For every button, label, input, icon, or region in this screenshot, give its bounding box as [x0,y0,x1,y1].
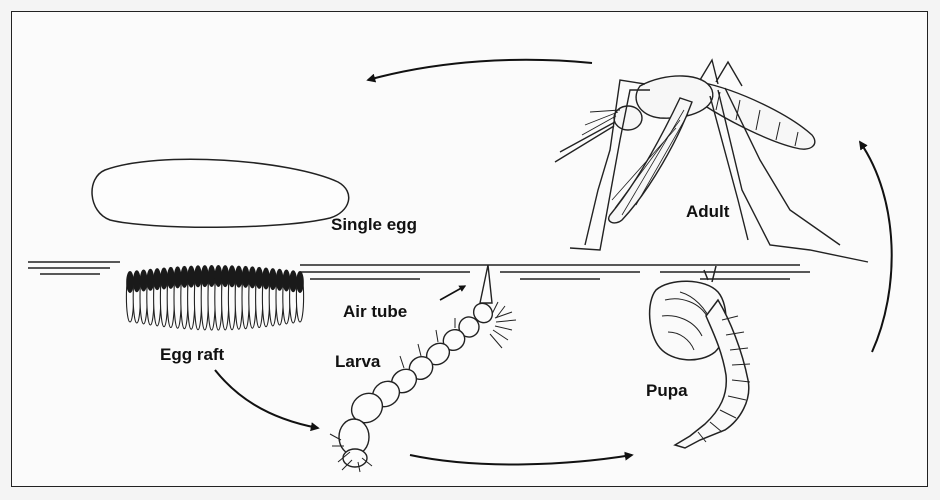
egg-raft-egg-top [133,270,141,293]
diagram-frame [11,11,928,487]
water-surface [28,261,810,280]
egg-raft-egg-top [173,266,182,289]
egg-raft-egg-top [194,265,202,288]
egg-raft-egg-top [187,265,195,288]
egg-raft-egg-top [139,269,148,292]
label-pupa: Pupa [646,381,688,400]
egg-raft-egg-top [262,267,270,290]
adult-mosquito-shape [554,58,869,263]
egg-raft-egg-top [201,265,209,288]
egg-raft-egg-top [296,271,304,293]
cycle-arrows [214,58,893,466]
egg-raft-egg-top [221,265,229,288]
arrow-air-tube-pointer [439,285,467,301]
egg-raft-egg-top [289,270,298,293]
egg-raft-egg-top [180,265,189,288]
egg-raft-egg-top [146,268,155,291]
egg-raft-egg-top [214,265,223,287]
egg-raft-egg-top [255,266,263,289]
egg-raft-egg-top [167,266,175,289]
egg-raft-egg-top [269,268,277,291]
label-egg-raft: Egg raft [160,345,225,364]
egg-raft-shape [125,265,305,331]
egg-raft-egg-top [153,268,161,291]
label-larva: Larva [335,352,381,371]
egg-raft-egg-top [160,267,168,290]
egg-raft-egg-top [275,268,284,291]
egg-raft-egg-top [248,266,257,289]
egg-raft-egg-top [282,269,291,292]
label-adult: Adult [686,202,730,221]
larva-shape [329,264,517,473]
pupa-shape [648,265,751,449]
egg-raft-egg-top [207,265,216,287]
arrow-adult-to-egg [366,58,593,83]
arrow-pupa-to-adult [858,140,893,353]
egg-raft-egg-top [228,265,236,288]
egg-raft-egg-top [235,265,243,288]
label-air-tube: Air tube [343,302,408,321]
arrow-egg-raft-to-larva [214,369,320,432]
arrow-larva-to-pupa [409,451,634,466]
egg-raft-egg-top [241,265,250,288]
egg-raft-egg-top [126,271,134,293]
label-single-egg: Single egg [331,215,417,234]
single-egg-shape [91,158,350,229]
